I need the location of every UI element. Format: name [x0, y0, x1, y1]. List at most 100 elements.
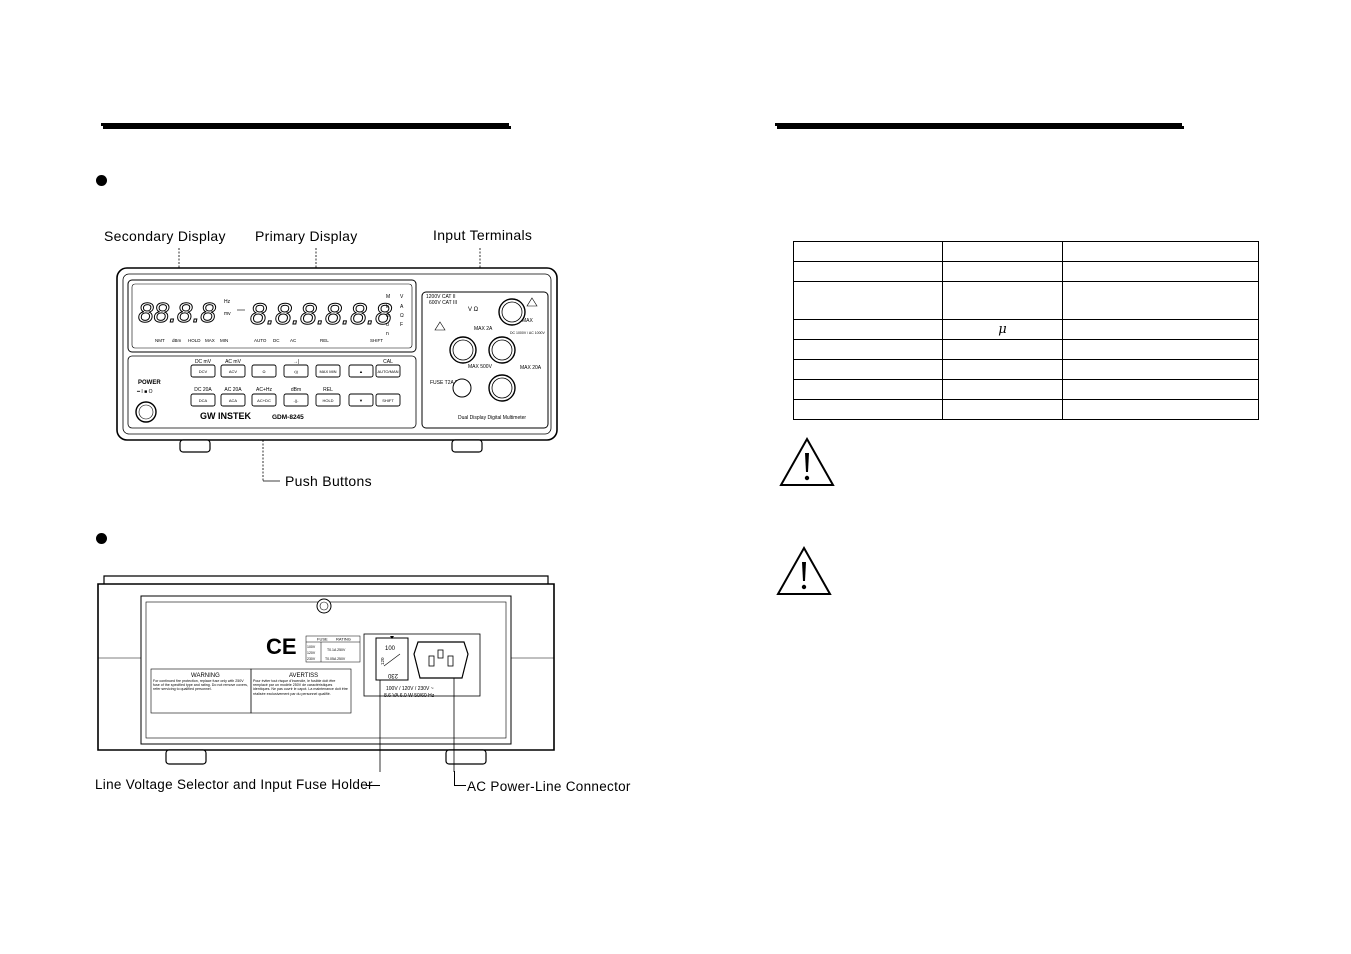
terminal-2a[interactable] — [449, 336, 477, 364]
unit-n: n — [386, 331, 389, 337]
secondary-unit-hz: Hz — [224, 299, 231, 305]
status-dbm: dBm — [172, 338, 182, 343]
leader-line-selector — [366, 785, 380, 786]
voltage-selector[interactable] — [375, 637, 409, 681]
button-top-label: AC mV — [225, 359, 242, 365]
panel-button[interactable] — [283, 393, 309, 407]
panel-button[interactable] — [315, 364, 341, 378]
table-row — [793, 399, 1259, 420]
fuse-header-rating: RATING — [336, 637, 351, 642]
button-top-label: AC 20A — [224, 387, 242, 393]
panel-button[interactable] — [375, 393, 401, 407]
right-header-rule-thick — [777, 126, 1184, 129]
model-name: GDM-8245 — [272, 414, 304, 421]
fuse-row-2-v: 120V — [307, 651, 316, 655]
panel-button-label: -|(- — [293, 398, 299, 403]
button-top-label: AC+Hz — [256, 387, 272, 393]
avertiss-label-title: AVERTISS — [289, 673, 318, 679]
panel-button[interactable] — [375, 364, 401, 378]
table-row: μ — [793, 319, 1259, 340]
panel-button[interactable] — [283, 364, 309, 378]
fuse-holder[interactable] — [452, 378, 472, 398]
panel-button-label: ▲ — [359, 369, 363, 374]
model-description: Dual Display Digital Multimeter — [458, 415, 526, 421]
panel-button-label: ACV — [229, 369, 238, 374]
unit-m-big: M — [386, 294, 390, 300]
panel-button-label: •)) — [294, 369, 299, 374]
panel-button-label: ▼ — [359, 398, 363, 403]
panel-button[interactable] — [251, 393, 277, 407]
panel-button[interactable] — [190, 393, 216, 407]
table-row — [793, 339, 1259, 360]
panel-button-label: AC+DC — [257, 398, 271, 403]
panel-button[interactable] — [315, 393, 341, 407]
panel-button[interactable] — [251, 364, 277, 378]
caution-triangle-icon — [776, 545, 832, 595]
status-ac: AC — [290, 338, 297, 343]
panel-button-label: DCA — [199, 398, 208, 403]
status-auto: AUTO — [254, 338, 267, 343]
status-max: MAX — [205, 338, 215, 343]
callout-input-terminals: Input Terminals — [433, 227, 533, 243]
ce-mark: CE — [266, 634, 297, 659]
panel-button-label: HOLD — [322, 398, 333, 403]
unit-m: m — [386, 313, 390, 319]
fuse-row-1-r: T0.1A 250V — [327, 648, 346, 652]
callout-secondary-display: Secondary Display — [104, 228, 226, 244]
panel-button[interactable] — [348, 364, 374, 378]
status-hold: HOLD — [188, 338, 201, 343]
fuse-header-fuse: FUSE — [317, 637, 328, 642]
power-marks: ━ I ■ O — [136, 389, 153, 395]
panel-button-label: DCV — [199, 369, 208, 374]
status-min: MIN — [220, 338, 228, 343]
term-max-500v: MAX 500V — [468, 364, 493, 370]
panel-button[interactable] — [220, 393, 246, 407]
callout-push-buttons: Push Buttons — [285, 473, 372, 489]
panel-button[interactable] — [348, 393, 374, 407]
term-max-1: MAX — [522, 318, 534, 324]
panel-button-label: MAX MIN — [319, 369, 336, 374]
warning-triangle-icon — [434, 321, 446, 331]
panel-button[interactable] — [220, 364, 246, 378]
unit-v: V — [400, 294, 404, 300]
bullet-front-panel — [96, 175, 107, 186]
unit-ohm: Ω — [400, 313, 404, 319]
unit-k: k — [386, 304, 389, 310]
table-row — [793, 241, 1259, 262]
table-row — [793, 281, 1259, 320]
button-top-label: DC 20A — [194, 387, 212, 393]
rear-panel-diagram: CE FUSE RATING 100V T0.1A 250V 120V 230V… — [97, 575, 555, 772]
unit-f: F — [400, 322, 403, 328]
secondary-digits: 88.8.8 — [138, 297, 216, 328]
panel-button-label: ACA — [229, 398, 238, 403]
term-cat: 1200V CAT II — [426, 294, 456, 300]
warning-label-title: WARNING — [191, 673, 220, 679]
spec-table: μ — [793, 241, 1259, 420]
status-shift: SHIFT — [370, 338, 383, 343]
warning-triangle-icon — [779, 436, 835, 486]
power-label: POWER — [138, 380, 161, 386]
term-max-1-detail: DC 1000V / AC 1000V — [510, 331, 545, 335]
secondary-unit-mv: mv — [224, 311, 231, 317]
panel-button[interactable] — [190, 364, 216, 378]
fuse-row-3-r: T0.05A 250V — [325, 657, 346, 661]
fuse-row-3-v: 230V — [307, 657, 316, 661]
left-header-rule — [101, 123, 509, 126]
terminal-v-ohm[interactable] — [498, 298, 526, 326]
unit-u: u — [386, 322, 389, 328]
term-max-2a: MAX 2A — [474, 326, 493, 332]
unit-a: A — [400, 304, 404, 310]
term-cat2: 600V CAT III — [429, 300, 457, 306]
terminal-com[interactable] — [488, 336, 516, 364]
panel-button-label: Ω — [263, 369, 266, 374]
button-top-label: REL — [323, 387, 333, 393]
leader-line-ac-h — [454, 785, 466, 786]
ac-power-connector[interactable] — [413, 641, 469, 679]
callout-ac-connector: AC Power-Line Connector — [467, 779, 631, 794]
button-top-label: CAL — [383, 359, 393, 365]
brand-logo: GW INSTEK — [200, 411, 251, 421]
leader-line-ac — [454, 771, 455, 786]
status-rel: REL — [320, 338, 329, 343]
terminal-20a[interactable] — [488, 374, 516, 402]
term-fuse: FUSE T2A 250V — [430, 380, 467, 386]
